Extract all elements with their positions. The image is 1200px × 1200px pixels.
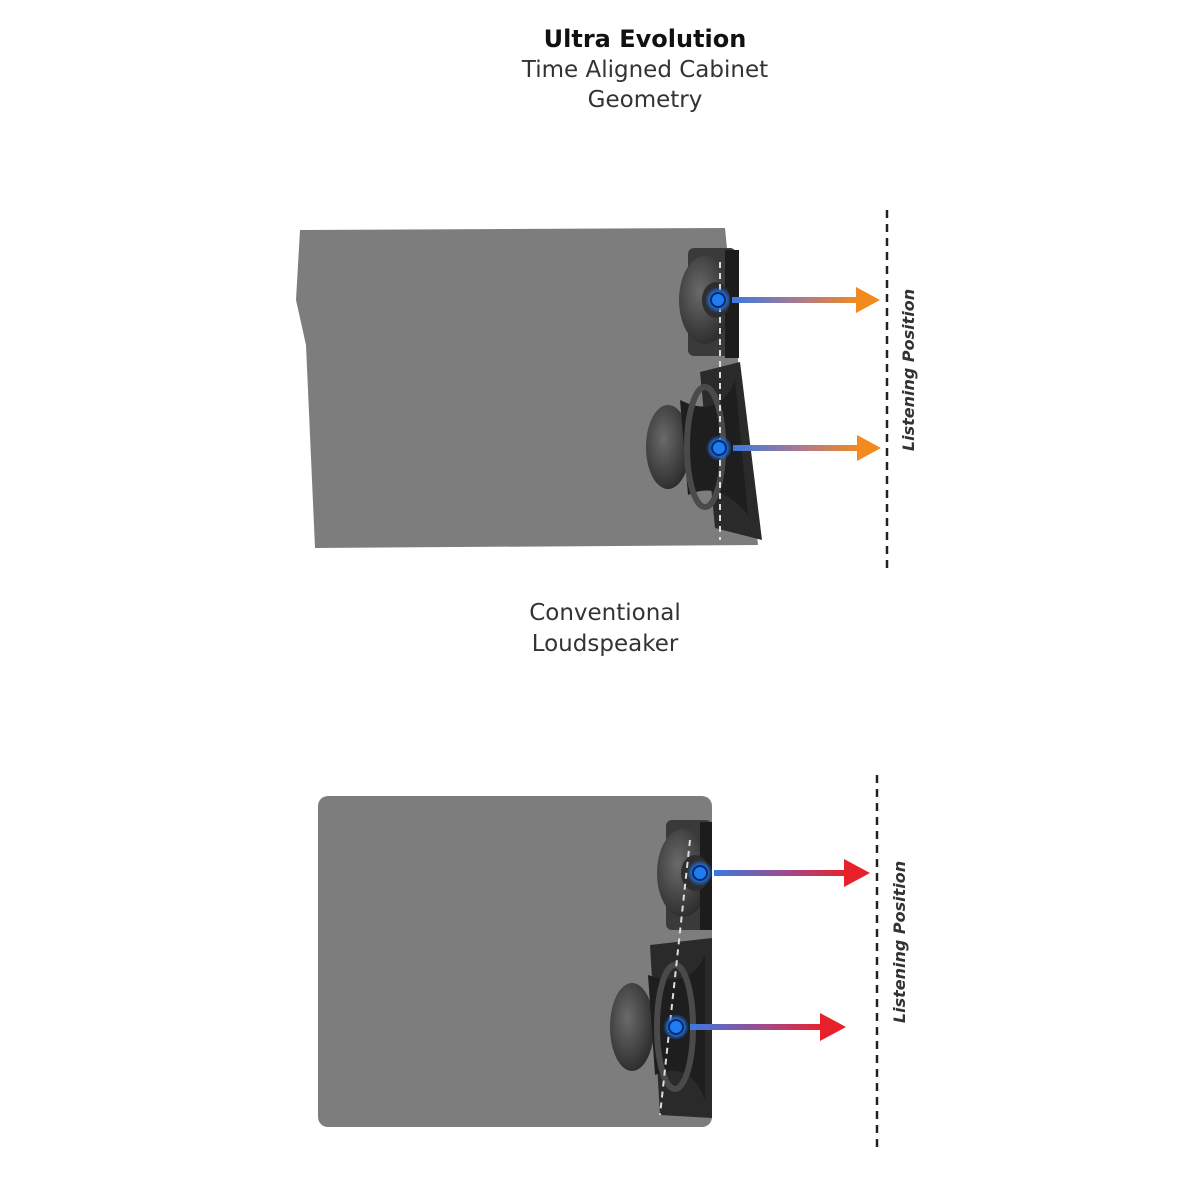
conventional-cabinet-group: Listening Position bbox=[318, 775, 909, 1150]
time-aligned-cabinet-body bbox=[296, 228, 758, 548]
diagram-subtitle-line2: Geometry bbox=[587, 87, 703, 113]
bottom-listening-label: Listening Position bbox=[890, 861, 909, 1023]
bottom-alignment-guide bbox=[659, 839, 691, 1116]
diagram-subtitle-line1: Time Aligned Cabinet bbox=[521, 57, 769, 83]
diagram-title: Ultra Evolution bbox=[543, 25, 747, 53]
top-tweeter-arrow bbox=[732, 287, 880, 313]
conventional-title-line1: Conventional bbox=[529, 600, 681, 626]
bottom-woofer-arrow bbox=[690, 1013, 846, 1041]
bottom-tweeter-arrow bbox=[714, 859, 870, 887]
time-aligned-cabinet-group: Listening Position bbox=[296, 210, 918, 572]
top-woofer-arrow bbox=[733, 435, 881, 461]
conventional-title-line2: Loudspeaker bbox=[531, 631, 679, 657]
top-listening-label: Listening Position bbox=[899, 289, 918, 451]
